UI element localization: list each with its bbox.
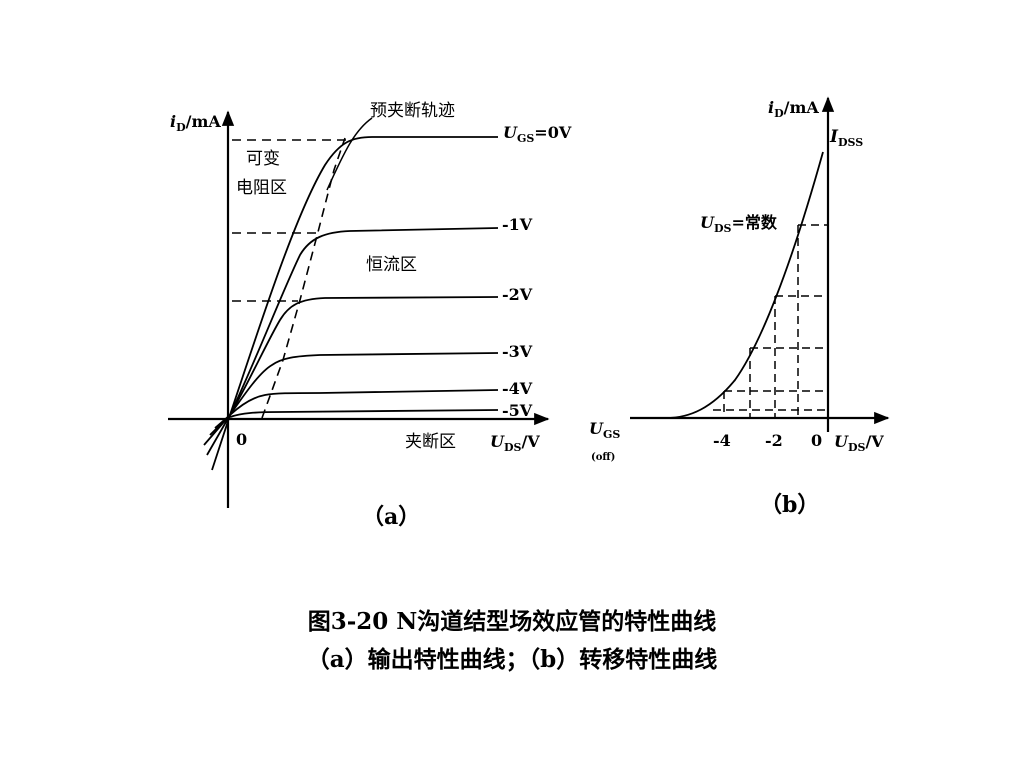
- panel-a-label-m1v: -1V: [502, 215, 533, 234]
- panel-b-condition-label: UDS=常数: [700, 213, 778, 235]
- panel-a-label-m2v: -2V: [502, 285, 533, 304]
- panel-b-transfer-characteristic: iD/mA IDSS UDS=常数 UGS (off) -4 -2 0 UDS/…: [589, 96, 890, 518]
- caption-line-1: 图3-20 N沟道结型场效应管的特性曲线: [307, 608, 717, 635]
- panel-a-label-m4v: -4V: [502, 379, 533, 398]
- panel-a-curve-ugs-m3v: [209, 352, 499, 436]
- panel-a-label: （a）: [362, 504, 420, 530]
- panel-a-pinch-pointer: [326, 117, 373, 191]
- caption-line-2: （a）输出特性曲线；（b）转移特性曲线: [306, 646, 718, 673]
- panel-b-transfer-curve: [665, 151, 824, 419]
- panel-a-curve-ugs-m1v: [206, 227, 499, 456]
- panel-a-curve-ugs-m4v: [214, 389, 499, 429]
- panel-a-output-characteristics: iD/mA 可变 电阻区 恒流区 夹断区 预夹断轨迹 UGS=0V -1V -2…: [168, 101, 572, 530]
- panel-b-dashed-grid: [713, 224, 828, 418]
- panel-b-tick-m2: -2: [765, 431, 783, 450]
- panel-a-region-cutoff: 夹断区: [405, 432, 456, 452]
- panel-a-label-m3v: -3V: [502, 342, 533, 361]
- panel-a-pinch-trajectory-label: 预夹断轨迹: [370, 101, 455, 121]
- panel-b-y-axis-label: iD/mA: [768, 98, 819, 120]
- panel-b-ugs-off-label: (off): [591, 452, 615, 463]
- panel-b-tick-m4: -4: [713, 431, 731, 450]
- panel-b-idss-label: IDSS: [829, 127, 863, 149]
- panel-b-ugs-label: UGS: [589, 419, 620, 441]
- panel-a-curve-ugs-m5v: [229, 409, 499, 418]
- panel-a-label-ugs-0v: UGS=0V: [503, 123, 572, 145]
- panel-b-tick-0: 0: [811, 431, 822, 450]
- panel-a-label-m5v: -5V: [502, 401, 533, 420]
- panel-a-region-variable-line1: 可变: [246, 149, 280, 169]
- panel-a-y-axis-label: iD/mA: [170, 112, 221, 134]
- panel-a-x-axis-label: UDS/V: [490, 432, 540, 454]
- panel-a-region-constant: 恒流区: [366, 255, 417, 275]
- panel-b-x-axis-label: UDS/V: [834, 432, 884, 454]
- panel-a-origin: 0: [236, 430, 247, 449]
- panel-a-region-variable-line2: 电阻区: [236, 178, 287, 198]
- panel-a-pinch-trajectory-line: [261, 137, 346, 419]
- panel-a-curve-ugs-m2v: [203, 296, 499, 446]
- panel-b-label: （b）: [760, 492, 819, 518]
